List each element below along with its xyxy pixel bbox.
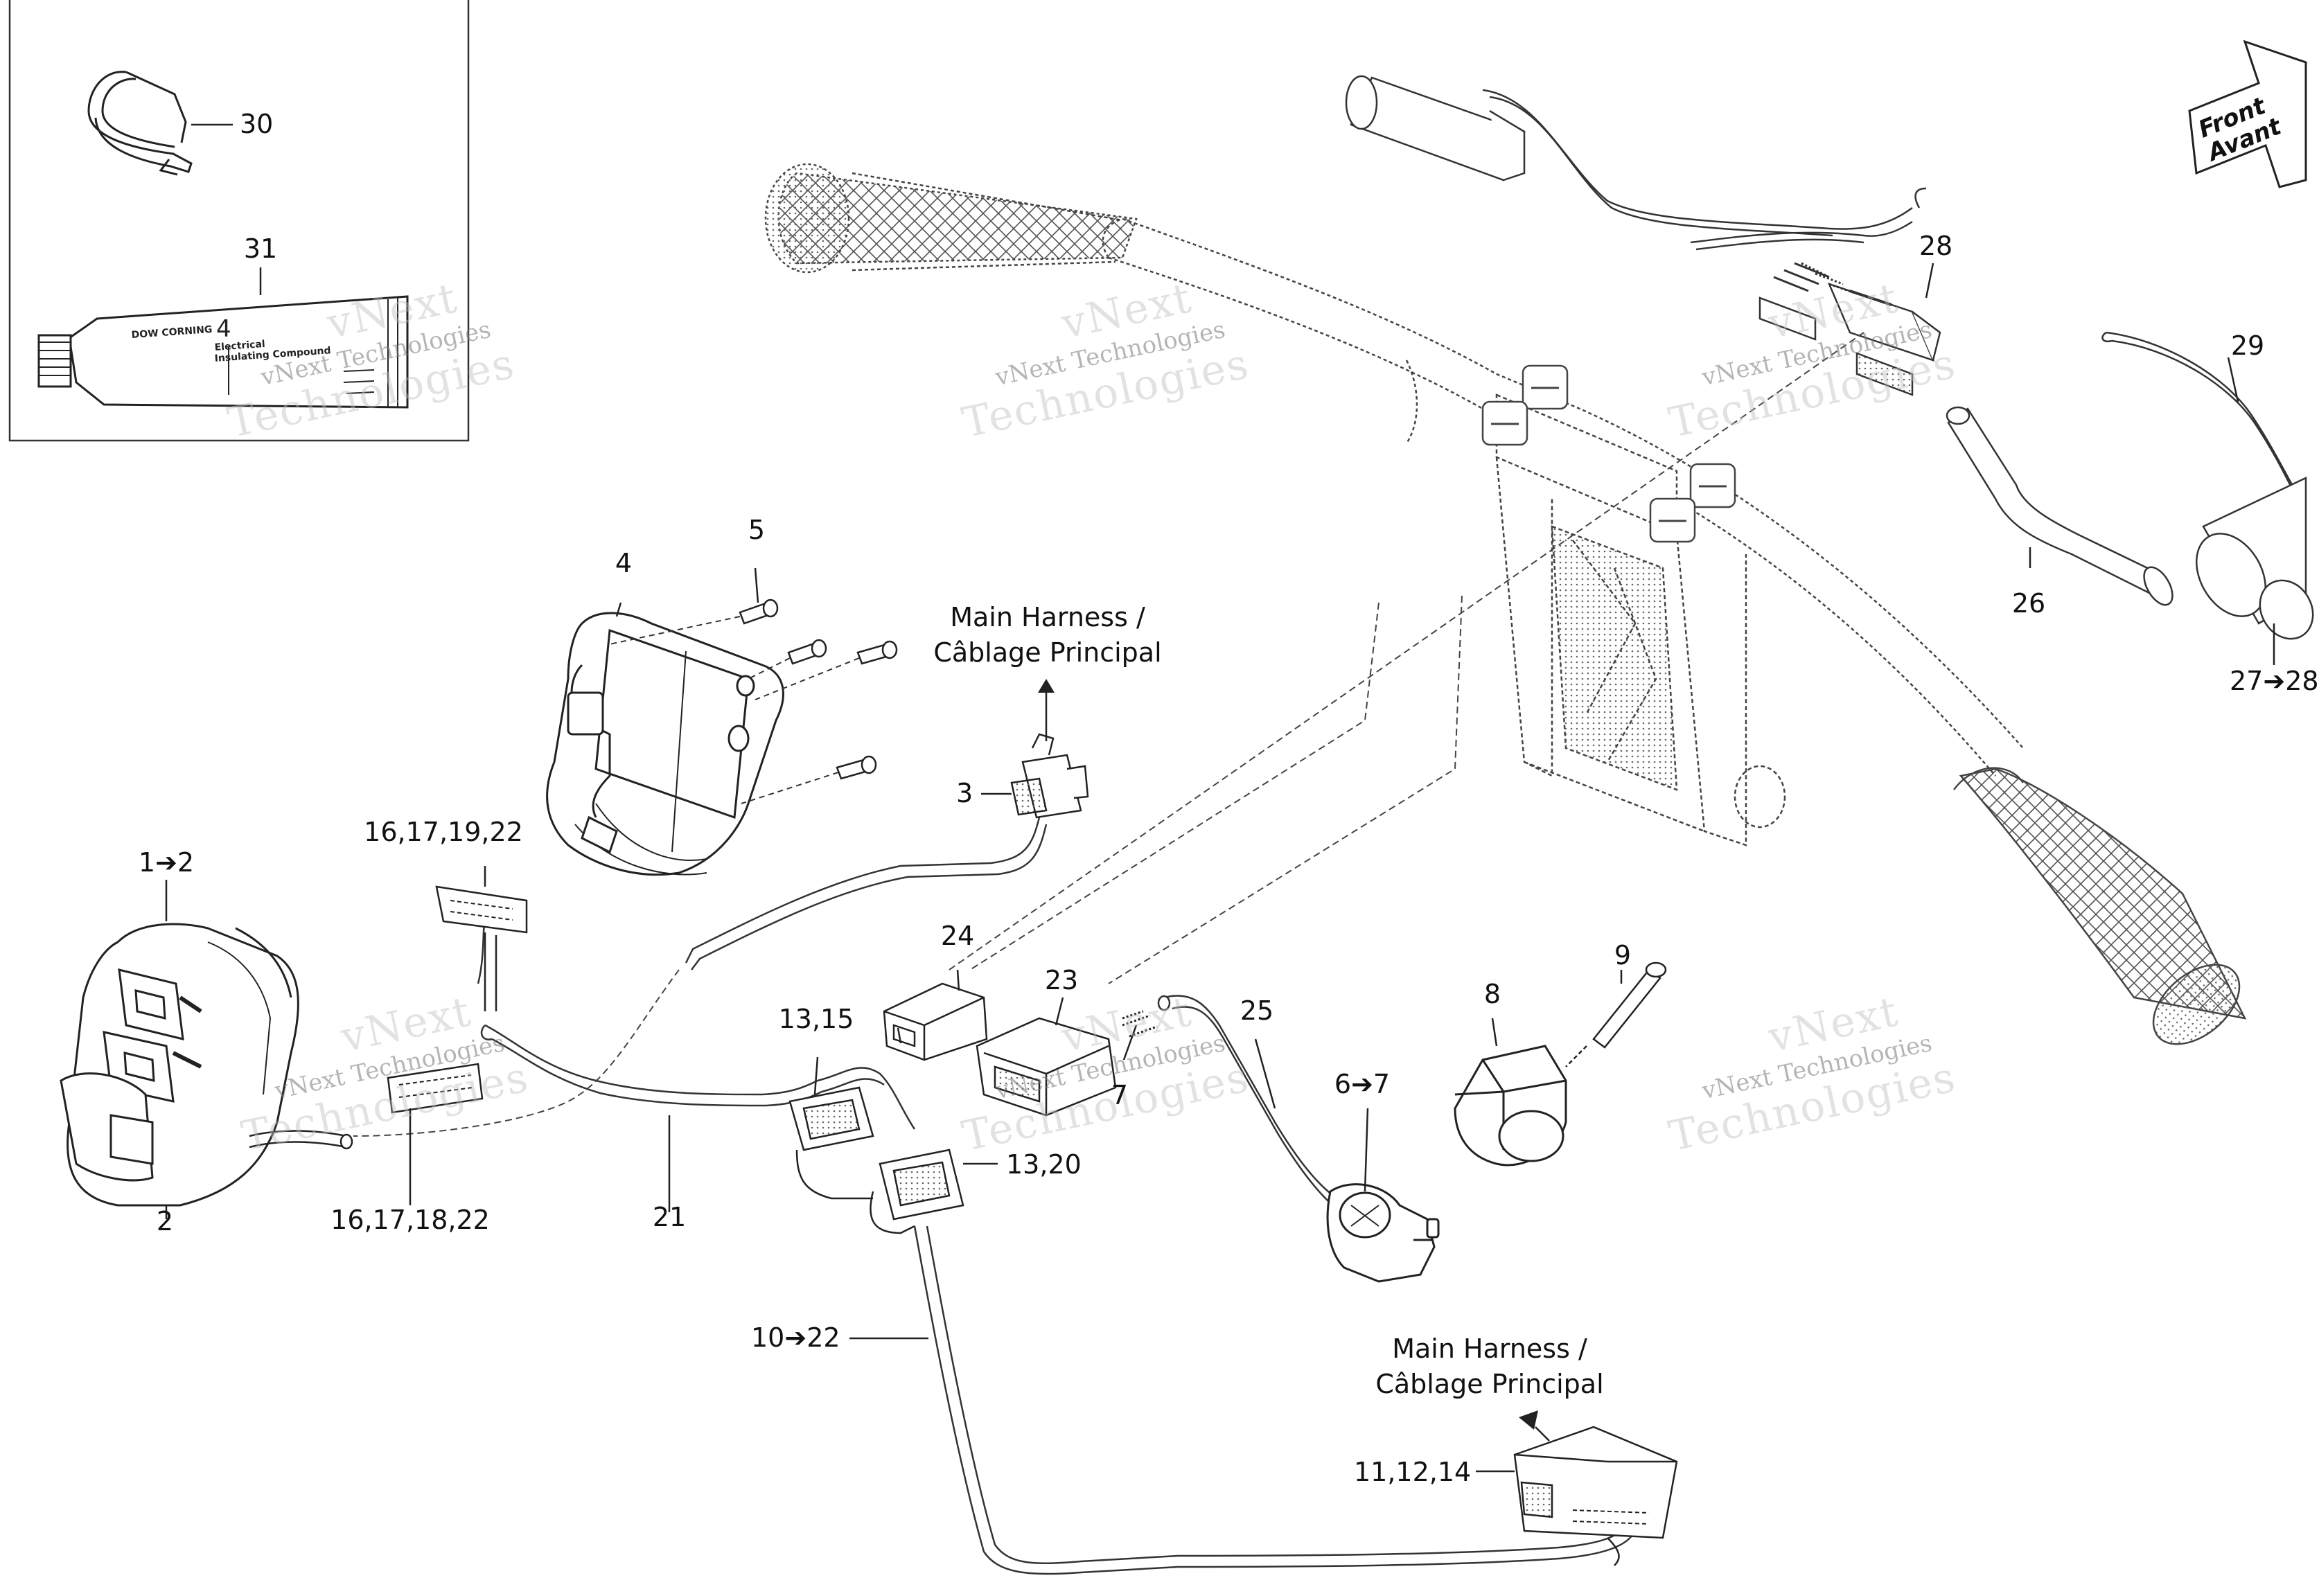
harness2-arrow-line bbox=[1535, 1426, 1550, 1442]
connector-16-17-19-22-top bbox=[435, 885, 528, 1011]
callout-26: 26 bbox=[2011, 588, 2046, 619]
callout-2: 2 bbox=[156, 1206, 174, 1236]
connector-13-15 bbox=[788, 1086, 874, 1200]
callout-24: 24 bbox=[940, 921, 975, 951]
riser-assembly bbox=[1495, 393, 1786, 846]
harness-cable-10-22 bbox=[913, 1225, 1637, 1575]
compound-tube-part-31: DOW CORNING 4 Electrical Insulating Comp… bbox=[37, 295, 409, 409]
screw-guide-lines bbox=[609, 616, 860, 804]
left-grip bbox=[764, 163, 1138, 274]
callout-27-28: 27➔28 bbox=[2230, 666, 2319, 696]
callout-1-2: 1➔2 bbox=[138, 847, 195, 878]
housing-part-4 bbox=[546, 612, 784, 876]
switch-part-6 bbox=[1326, 1183, 1440, 1283]
connector-part-28 bbox=[1801, 262, 1941, 396]
callout-21: 21 bbox=[652, 1202, 687, 1232]
callout-11-12-14: 11,12,14 bbox=[1354, 1457, 1472, 1487]
tube-line1-text: Electrical bbox=[214, 339, 265, 353]
connector-11-12-14 bbox=[1513, 1426, 1678, 1566]
callout-5: 5 bbox=[748, 515, 766, 545]
callout-28: 28 bbox=[1919, 231, 1953, 261]
sensor-part-3 bbox=[1010, 733, 1089, 819]
callout-23: 23 bbox=[1044, 965, 1079, 995]
right-grip bbox=[1953, 767, 2247, 1045]
cable-part-25 bbox=[1157, 995, 1338, 1207]
clamp-part-30 bbox=[87, 71, 193, 176]
connector-part-24 bbox=[883, 982, 988, 1061]
left-grip-tube bbox=[1345, 75, 1526, 181]
dashed-guide-lines bbox=[353, 332, 1864, 1137]
callout-30: 30 bbox=[240, 109, 274, 139]
connector-part-23 bbox=[976, 1010, 1158, 1117]
callout-9: 9 bbox=[1614, 940, 1632, 970]
grip-part-27 bbox=[2195, 477, 2314, 640]
cable-part-29 bbox=[2101, 331, 2307, 515]
connector-pins bbox=[1758, 262, 1830, 341]
main-harness-label-bottom: Main Harness / Câblage Principal bbox=[1375, 1333, 1604, 1400]
switch-housing-part-1 bbox=[60, 923, 299, 1207]
switch-wire-end bbox=[249, 1130, 353, 1150]
harness2-arrow-head bbox=[1519, 1410, 1538, 1430]
callout-25: 25 bbox=[1240, 995, 1274, 1026]
front-arrow-shape bbox=[2188, 39, 2307, 188]
harness-cable-21 bbox=[477, 817, 1048, 1130]
screws-part-5 bbox=[739, 598, 898, 780]
callout-31: 31 bbox=[243, 233, 278, 264]
connector-16-17-18-22-bottom bbox=[387, 1063, 484, 1114]
callout-10-22: 10➔22 bbox=[751, 1322, 840, 1353]
callout-6-7: 6➔7 bbox=[1334, 1069, 1391, 1099]
inset-box bbox=[8, 0, 470, 442]
callout-16-17-19-22: 16,17,19,22 bbox=[364, 817, 523, 847]
riser-clamp-bolts bbox=[1481, 364, 1736, 543]
tube-number-text: 4 bbox=[216, 315, 231, 343]
callout-16-17-18-22: 16,17,18,22 bbox=[330, 1205, 490, 1235]
callout-29: 29 bbox=[2230, 330, 2265, 361]
sensor-arrow-head bbox=[1038, 679, 1055, 693]
callout-13-15: 13,15 bbox=[778, 1004, 854, 1034]
bar-part-26 bbox=[1946, 406, 2173, 606]
callout-3: 3 bbox=[956, 778, 973, 808]
cap-part-8 bbox=[1454, 1045, 1567, 1167]
callout-8: 8 bbox=[1483, 979, 1501, 1009]
callout-4: 4 bbox=[615, 548, 633, 578]
leader-lines bbox=[165, 123, 2275, 1473]
pin-part-9 bbox=[1565, 961, 1667, 1067]
throttle-cable bbox=[1482, 89, 1927, 251]
main-harness-label-top: Main Harness / Câblage Principal bbox=[933, 602, 1162, 668]
callout-7: 7 bbox=[1111, 1080, 1129, 1110]
callout-13-20: 13,20 bbox=[1006, 1149, 1082, 1180]
connector-13-20 bbox=[870, 1149, 964, 1234]
